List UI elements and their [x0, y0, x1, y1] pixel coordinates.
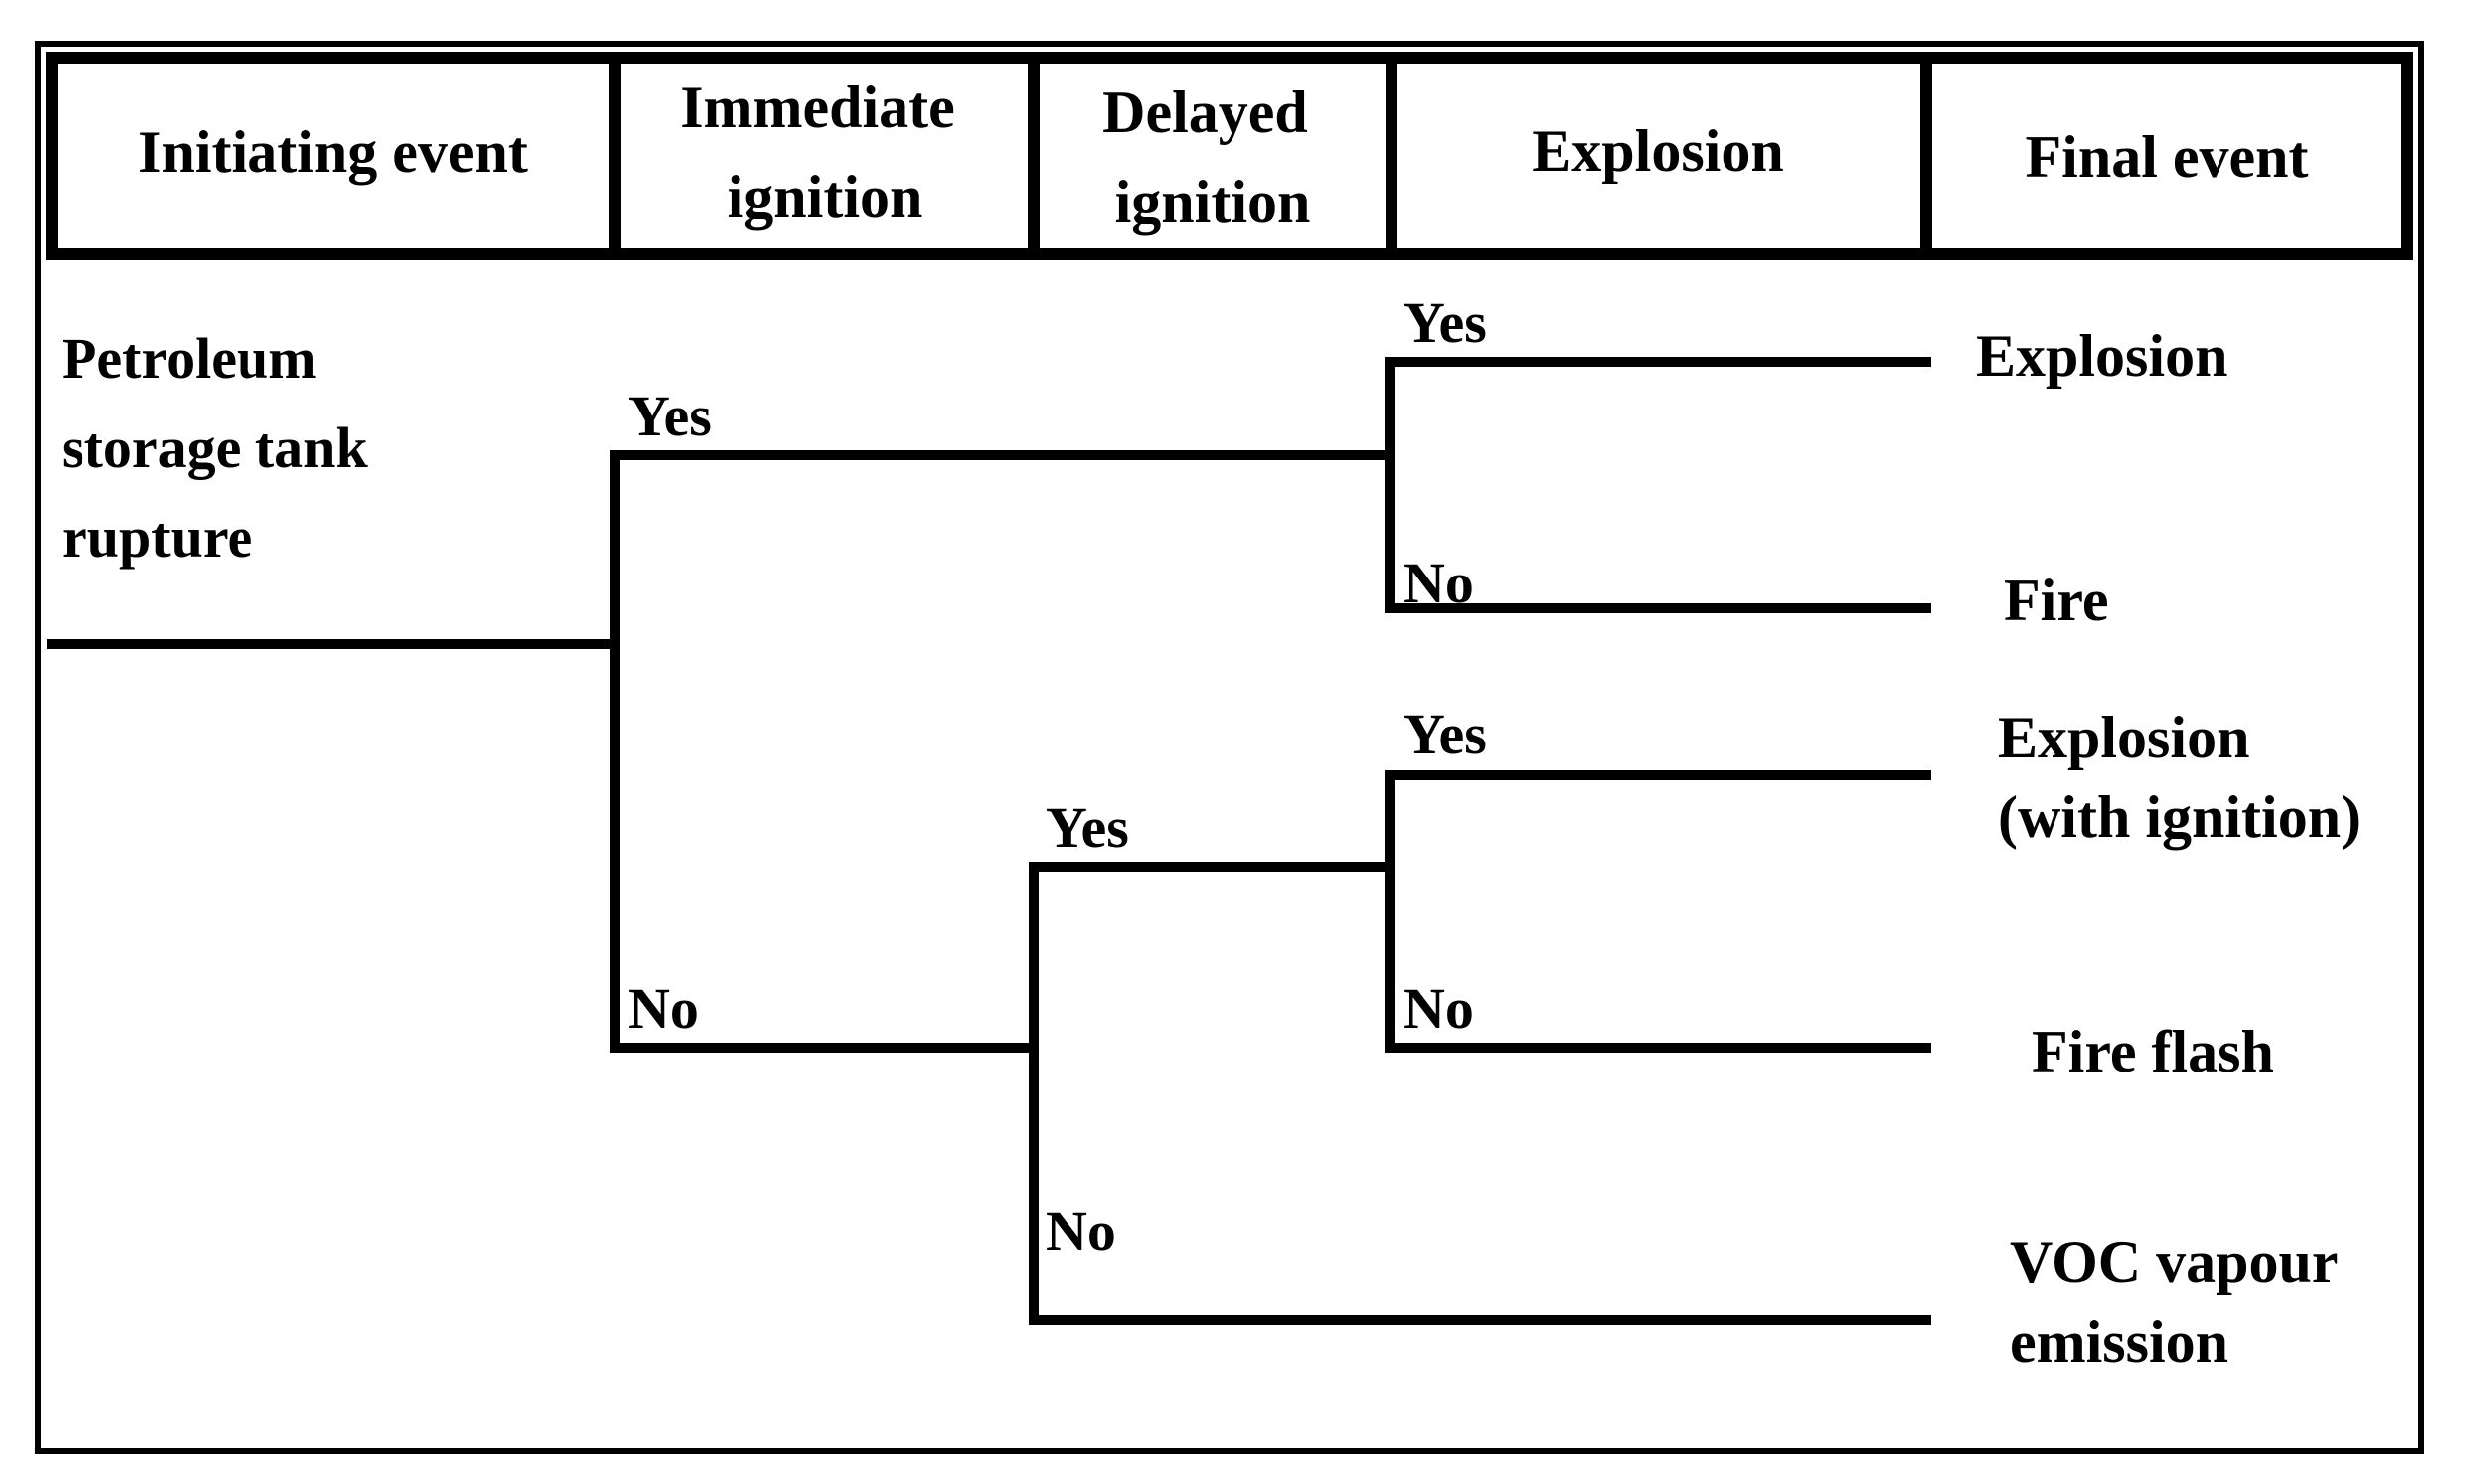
explosion-yes-label-1: Yes — [1403, 290, 1487, 355]
header-delayed-ignition: Delayed ignition — [1102, 80, 1323, 235]
header-immediate-ignition: Immediate ignition — [680, 75, 970, 230]
outcome-voc-vapour-emission: VOC vapour emission — [2010, 1230, 2352, 1375]
explosion-yes-label-2: Yes — [1403, 702, 1487, 766]
header-final-event: Final event — [2026, 124, 2309, 190]
outcome-fire: Fire — [2004, 568, 2109, 633]
immediate-yes-label: Yes — [628, 384, 712, 448]
immediate-no-label: No — [628, 976, 699, 1041]
initiating-event-label: Petroleum storage tank rupture — [62, 326, 382, 570]
final-events: Explosion Fire Explosion (with ignition)… — [1976, 323, 2361, 1375]
explosion-no-label-1: No — [1403, 551, 1474, 615]
header-box — [46, 52, 2413, 260]
header-row: Initiating event Immediate ignition Dela… — [46, 52, 2413, 260]
branch-labels: Yes No Yes No Yes No Yes No — [628, 290, 1487, 1263]
delayed-yes-label: Yes — [1046, 795, 1129, 860]
outcome-explosion-with-ignition: Explosion (with ignition) — [1998, 705, 2361, 850]
header-explosion: Explosion — [1532, 118, 1783, 184]
outer-frame — [35, 41, 2424, 1454]
outcome-explosion: Explosion — [1976, 323, 2227, 389]
tree-lines — [47, 357, 1931, 1325]
explosion-no-label-2: No — [1403, 976, 1474, 1041]
outcome-fire-flash: Fire flash — [2032, 1019, 2274, 1084]
delayed-no-label: No — [1046, 1199, 1116, 1263]
header-initiating-event: Initiating event — [138, 119, 528, 185]
